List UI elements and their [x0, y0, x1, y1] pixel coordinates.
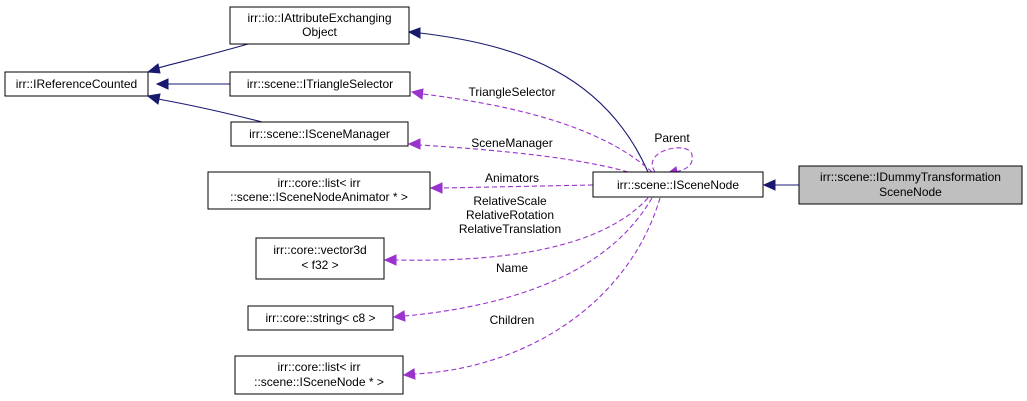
- node-stringc8[interactable]: irr::core::string< c8 >: [247, 305, 394, 331]
- arrowhead-name-string: [392, 310, 406, 322]
- node-vector3d-label-line1: irr::core::vector3d: [273, 243, 366, 257]
- node-listscenenode-label-line2: ::scene::ISceneNode * >: [254, 375, 384, 389]
- arrowhead-scenemanager: [407, 138, 421, 150]
- label-relativerotation: RelativeRotation: [466, 208, 554, 222]
- node-stringc8-label: irr::core::string< c8 >: [265, 311, 375, 325]
- node-iscenemanager-label: irr::scene::ISceneManager: [249, 127, 390, 141]
- edge-iattribute-to-ireferencecounted: [157, 43, 249, 69]
- label-relativescale: RelativeScale: [473, 194, 547, 208]
- arrowhead-triangleselector: [410, 88, 424, 100]
- node-listanimator-label-line1: irr::core::list< irr: [277, 176, 360, 190]
- inheritance-edges: [146, 27, 799, 191]
- node-iattributeexchanging[interactable]: irr::io::IAttributeExchanging Object: [229, 6, 410, 45]
- node-ireferencecounted-label: irr::IReferenceCounted: [16, 77, 137, 91]
- edge-children-list: [414, 197, 661, 375]
- node-vector3d-label-line2: < f32 >: [301, 258, 338, 272]
- arrowhead-relative-vector3d: [383, 254, 397, 266]
- node-iattributeexchanging-label-line2: Object: [302, 25, 337, 39]
- node-itriangleselector-label: irr::scene::ITriangleSelector: [247, 77, 393, 91]
- arrowhead-animators: [429, 182, 443, 194]
- node-iscenemanager[interactable]: irr::scene::ISceneManager: [230, 121, 409, 147]
- node-listanimator-label-line2: ::scene::ISceneNodeAnimator * >: [230, 190, 408, 204]
- node-idummytransformation[interactable]: irr::scene::IDummyTransformation SceneNo…: [798, 165, 1023, 205]
- node-itriangleselector[interactable]: irr::scene::ITriangleSelector: [229, 71, 411, 97]
- label-relativetranslation: RelativeTranslation: [459, 222, 561, 236]
- label-children: Children: [490, 313, 535, 327]
- edge-name-string: [404, 197, 653, 317]
- arrowhead-itriangle-to-ireferencecounted: [155, 78, 169, 90]
- label-name: Name: [496, 261, 528, 275]
- edge-iscenemanager-to-ireferencecounted: [157, 98, 263, 123]
- edge-labels: TriangleSelector SceneManager Parent Ani…: [459, 85, 690, 327]
- label-animators: Animators: [485, 171, 539, 185]
- node-idummytransformation-label-line1: irr::scene::IDummyTransformation: [820, 170, 1001, 184]
- arrowhead-iattribute-to-ireferencecounted: [146, 63, 161, 74]
- label-parent: Parent: [654, 131, 690, 145]
- node-iscenenode-label: irr::scene::ISceneNode: [617, 178, 739, 192]
- node-listanimator[interactable]: irr::core::list< irr ::scene::ISceneNode…: [207, 171, 431, 210]
- node-idummytransformation-label-line2: SceneNode: [879, 185, 942, 199]
- arrowhead-iscenenode-to-iattribute: [407, 27, 421, 39]
- node-ireferencecounted[interactable]: irr::IReferenceCounted: [4, 71, 149, 97]
- node-iattributeexchanging-label-line1: irr::io::IAttributeExchanging: [247, 11, 391, 25]
- edge-triangleselector: [422, 93, 653, 173]
- edge-animators: [441, 184, 594, 189]
- node-listscenenode[interactable]: irr::core::list< irr ::scene::ISceneNode…: [234, 355, 404, 395]
- label-triangleselector: TriangleSelector: [469, 85, 556, 99]
- edge-scenemanager: [419, 144, 629, 173]
- edge-iscenenode-to-iattribute: [419, 32, 649, 173]
- node-iscenenode[interactable]: irr::scene::ISceneNode: [592, 171, 764, 198]
- arrowhead-iscenemanager-to-ireferencecounted: [146, 93, 161, 105]
- arrowhead-children-list: [402, 368, 416, 380]
- arrowhead-idummy-to-iscenenode: [762, 179, 776, 191]
- node-listscenenode-label-line1: irr::core::list< irr: [277, 360, 360, 374]
- edge-relative-vector3d: [395, 197, 649, 261]
- edge-parent-selfloop: [651, 147, 693, 173]
- node-vector3d[interactable]: irr::core::vector3d < f32 >: [255, 237, 385, 280]
- label-scenemanager: SceneManager: [471, 136, 552, 150]
